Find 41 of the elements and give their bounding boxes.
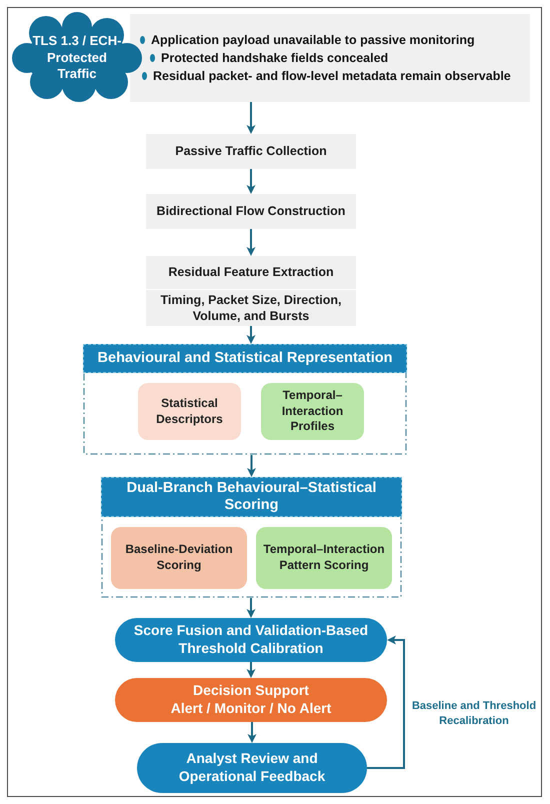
group-frame xyxy=(101,477,402,598)
category-card xyxy=(256,527,392,589)
bullet-text: Protected handshake fields concealed xyxy=(161,50,388,66)
category-card xyxy=(261,383,364,440)
arrow xyxy=(246,229,256,256)
process-box xyxy=(146,256,356,326)
category-card xyxy=(111,527,247,589)
arrow xyxy=(246,662,256,678)
arrow xyxy=(247,455,256,477)
card-label: Temporal–Interaction Pattern Scoring xyxy=(262,542,386,574)
section-header: Dual-Branch Behavioural–Statistical Scoring xyxy=(101,477,402,517)
edge-label: Baseline and Threshold Recalibration xyxy=(410,699,538,730)
pill-label: Alert / Monitor / No Alert xyxy=(170,700,332,718)
step-label: Bidirectional Flow Construction xyxy=(156,203,346,220)
arrow xyxy=(246,326,256,344)
pill-label: Decision Support xyxy=(193,682,309,700)
arrow xyxy=(367,636,405,769)
group-frame xyxy=(83,344,407,455)
info-panel xyxy=(130,14,530,102)
section-header: Behavioural and Statistical Representation xyxy=(83,344,407,373)
arrow xyxy=(246,598,256,618)
step-label: Timing, Packet Size, Direction, Volume, and Bursts xyxy=(159,292,343,324)
card-label: Temporal–Interaction Profiles xyxy=(280,388,344,435)
step-label: Passive Traffic Collection xyxy=(175,143,327,160)
card-label: Baseline-Deviation Scoring xyxy=(124,542,234,574)
pill-label: Analyst Review and Operational Feedback xyxy=(178,750,326,786)
process-box xyxy=(146,194,356,229)
cloud-label: TLS 1.3 / ECH-Protected Traffic xyxy=(32,32,122,84)
arrow xyxy=(246,102,256,134)
stage-pill xyxy=(115,678,387,722)
card-label: Statistical Descriptors xyxy=(155,396,224,428)
pill-label: Score Fusion and Validation-Based Threshold Calibration xyxy=(132,622,370,658)
stage-pill xyxy=(115,618,387,662)
arrow xyxy=(248,722,256,743)
category-card xyxy=(138,383,241,440)
process-box xyxy=(146,134,356,169)
bullet-text: Application payload unavailable to passive monitoring xyxy=(151,32,475,48)
stage-pill xyxy=(137,743,367,793)
bullet-text: Residual packet- and flow-level metadata remain observable xyxy=(153,68,511,84)
arrow xyxy=(246,169,256,194)
step-label: Residual Feature Extraction xyxy=(168,264,334,280)
